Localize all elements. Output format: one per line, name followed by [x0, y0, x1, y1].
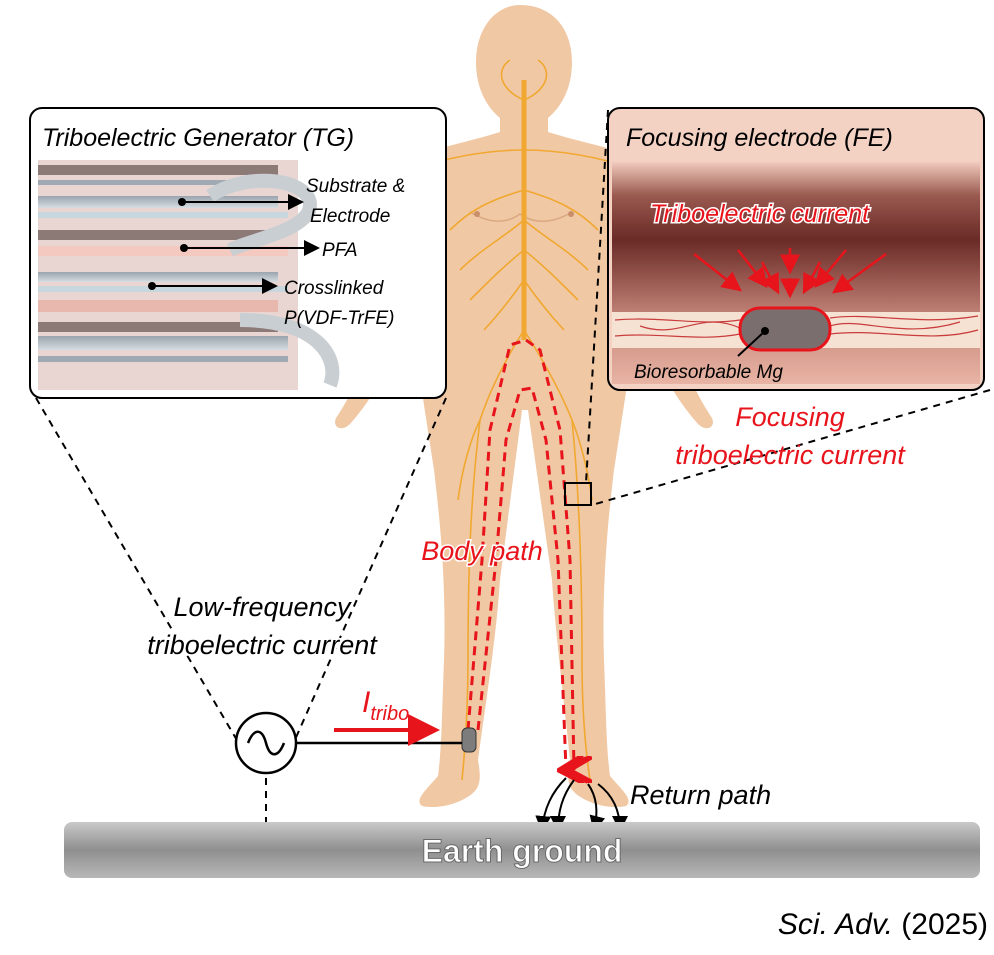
low-frequency-label-1: Low-frequency — [173, 592, 352, 622]
tg-title: Triboelectric Generator (TG) — [42, 124, 354, 152]
citation: Sci. Adv. (2025) — [778, 908, 988, 941]
focusing-arrows — [693, 248, 887, 299]
focusing-label-2: triboelectric current — [675, 440, 906, 470]
tg-panel: Triboelectric Generator (TG) Substrate &… — [29, 107, 447, 399]
tg-layer-stack — [38, 160, 340, 390]
fe-current-label: Triboelectric current — [650, 200, 870, 228]
tg-label-pfa: PFA — [322, 240, 358, 261]
return-path-label: Return path — [630, 780, 771, 810]
mg-electrode — [738, 306, 832, 352]
low-frequency-label-2: triboelectric current — [147, 630, 378, 660]
fe-mg-label: Bioresorbable Mg — [634, 362, 783, 383]
tg-label-crosslinked-1: Crosslinked — [284, 278, 385, 299]
foot-electrode — [461, 727, 477, 753]
ac-source-icon — [234, 711, 298, 775]
zoom-lines — [35, 109, 991, 828]
tg-label-substrate-2: Electrode — [310, 206, 390, 227]
fe-location-marker — [564, 482, 592, 506]
focusing-label-1: Focusing — [735, 402, 845, 432]
body-path-label: Body path — [421, 536, 543, 566]
tg-label-crosslinked-2: P(VDF-TrFE) — [284, 308, 394, 329]
earth-ground-bar — [64, 822, 980, 878]
current-symbol: Itribo — [362, 686, 409, 725]
fe-panel: Focusing electrode (FE) Triboelectric cu… — [607, 107, 985, 391]
tg-label-substrate-1: Substrate & — [306, 176, 405, 197]
earth-ground-label: Earth ground — [422, 833, 623, 869]
fe-title: Focusing electrode (FE) — [626, 124, 893, 152]
body-current-path — [466, 338, 574, 770]
